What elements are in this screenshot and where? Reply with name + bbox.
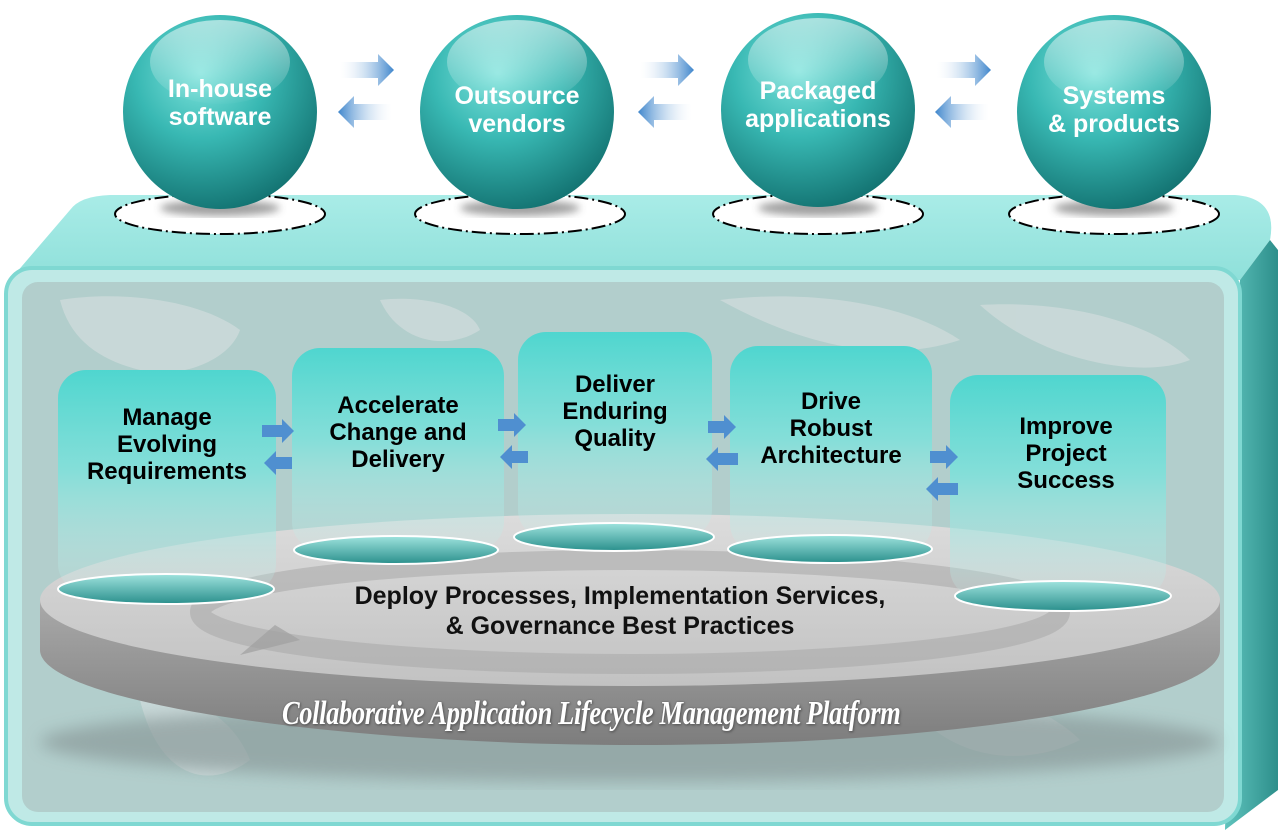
node-outsource-label: Outsource vendors (454, 82, 580, 138)
sphere-packaged (721, 13, 915, 207)
arrow-right-icon (262, 419, 294, 443)
node-systems-label: Systems & products (1048, 82, 1180, 138)
pillar-deliver (518, 332, 712, 538)
arrow-right-icon (498, 413, 526, 437)
arrow-right-icon (340, 54, 394, 86)
arrow-left-icon (926, 477, 958, 501)
sphere-in-house (123, 15, 317, 209)
arrow-left-icon (706, 447, 738, 471)
pillar-arrows (262, 413, 958, 501)
arrow-right-icon (708, 415, 736, 439)
pillar-improve-label: Improve Project Success (1017, 413, 1115, 494)
pillar-accelerate-label: Accelerate Change and Delivery (329, 392, 467, 473)
pillar-improve (950, 375, 1166, 597)
arrow-left-icon (638, 96, 692, 128)
pillar-manage (58, 370, 276, 592)
pillar-manage-label: Manage Evolving Requirements (86, 404, 248, 485)
pillar-pads (57, 522, 1172, 612)
pillar-deliver-label: Deliver Enduring Quality (562, 371, 668, 452)
sphere-outsource (420, 15, 614, 209)
arrow-right-icon (937, 54, 991, 86)
pillar-drive (730, 346, 932, 552)
arrow-right-icon (930, 445, 958, 469)
circular-arrow (240, 625, 300, 655)
platform-disc-inner (190, 550, 1070, 674)
pillars (58, 332, 1166, 597)
platform-title: Collaborative Application Lifecycle Mana… (282, 695, 901, 732)
pillar-drive-label: Drive Robust Architecture (760, 388, 902, 469)
top-arrows (338, 54, 991, 128)
pillar-accelerate (292, 348, 504, 550)
arrow-right-icon (640, 54, 694, 86)
sphere-systems (1017, 15, 1211, 209)
arrow-left-icon (500, 445, 528, 469)
arrow-left-icon (264, 451, 292, 475)
arrow-left-icon (935, 96, 989, 128)
node-in-house-label: In-house software (167, 75, 273, 131)
node-packaged-label: Packaged applications (745, 77, 891, 133)
arrow-left-icon (338, 96, 392, 128)
center-caption: Deploy Processes, Implementation Service… (354, 582, 886, 640)
